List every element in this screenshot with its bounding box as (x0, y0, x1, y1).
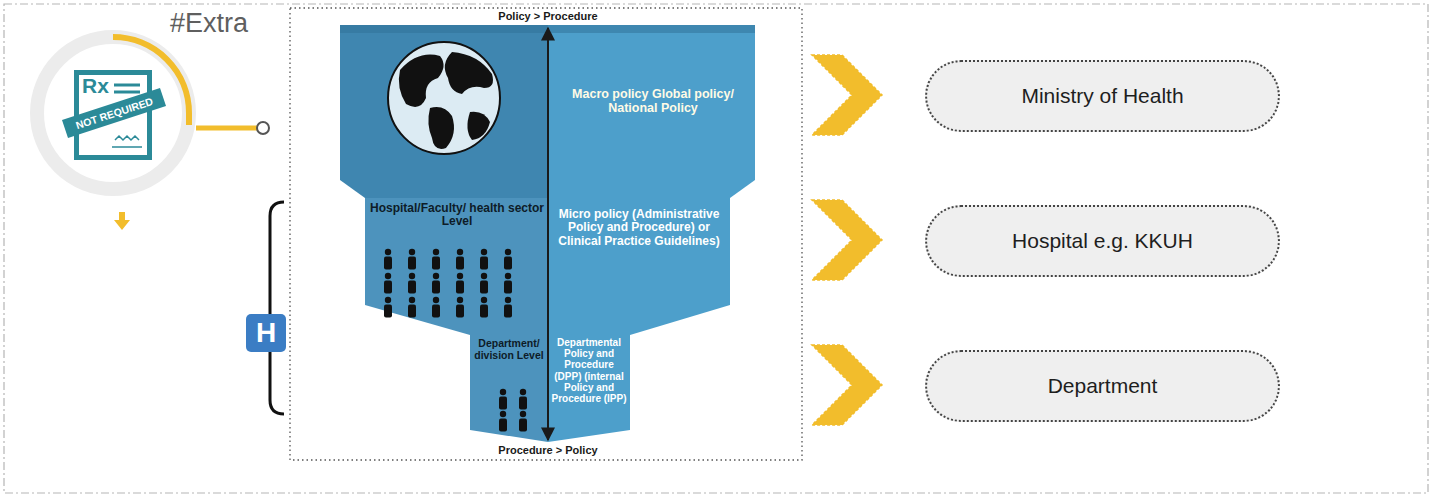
level-label: Department/ division Level (472, 338, 546, 362)
level-name: Hospital e.g. KKUH (1012, 229, 1193, 253)
doc-scribble (115, 136, 139, 140)
level-pill: Ministry of Health (925, 60, 1280, 132)
tier-face (340, 25, 548, 198)
policy-text: Departmental Policy and Procedure (DPP) … (550, 337, 628, 404)
level-pill: Department (925, 350, 1280, 422)
down-arrow (114, 212, 130, 230)
tier-face (365, 198, 548, 335)
extra-tag: #Extra (170, 8, 248, 39)
tier-face (470, 335, 548, 442)
rx-symbol: Rx (82, 74, 109, 98)
tier-face (548, 335, 630, 442)
policy-text: Macro policy Global policy/ National Pol… (558, 87, 748, 115)
globe-icon (388, 42, 500, 154)
tier-face (548, 198, 730, 335)
not-required-ribbon (62, 88, 166, 138)
doc-line (112, 146, 142, 148)
department-tier: Department/ division LevelDepartmental P… (470, 335, 630, 435)
inner-frame (290, 8, 802, 460)
leader-dot (257, 122, 269, 134)
micro-tier: Hospital/Faculty/ health sector Level Mic… (365, 198, 730, 335)
tier-face (548, 25, 755, 198)
axis-label: Policy > Procedure (498, 10, 597, 22)
stamp-text: NOT REQUIRED (74, 95, 154, 131)
direction-arrow (547, 28, 549, 440)
leader-line (196, 126, 258, 131)
curly-bracket (258, 202, 284, 414)
level-pill: Hospital e.g. KKUH (925, 205, 1280, 277)
level-name: Department (1048, 374, 1158, 398)
level-label: Hospital/Faculty/ health sector Level (369, 202, 545, 229)
axis-label: Procedure > Policy (498, 444, 597, 456)
doc-line (114, 91, 140, 94)
doc-line (114, 84, 140, 87)
policy-text: Micro policy (Administrative Policy and … (555, 208, 723, 248)
hospital-icon (246, 314, 286, 352)
outer-frame (4, 4, 1428, 493)
icon-ring (37, 37, 189, 189)
hospital-letter: H (256, 317, 276, 349)
macro-tier: Macro policy Global policy/ National Pol… (340, 25, 755, 198)
chevron-arrows (812, 55, 882, 425)
level-name: Ministry of Health (1021, 84, 1183, 108)
